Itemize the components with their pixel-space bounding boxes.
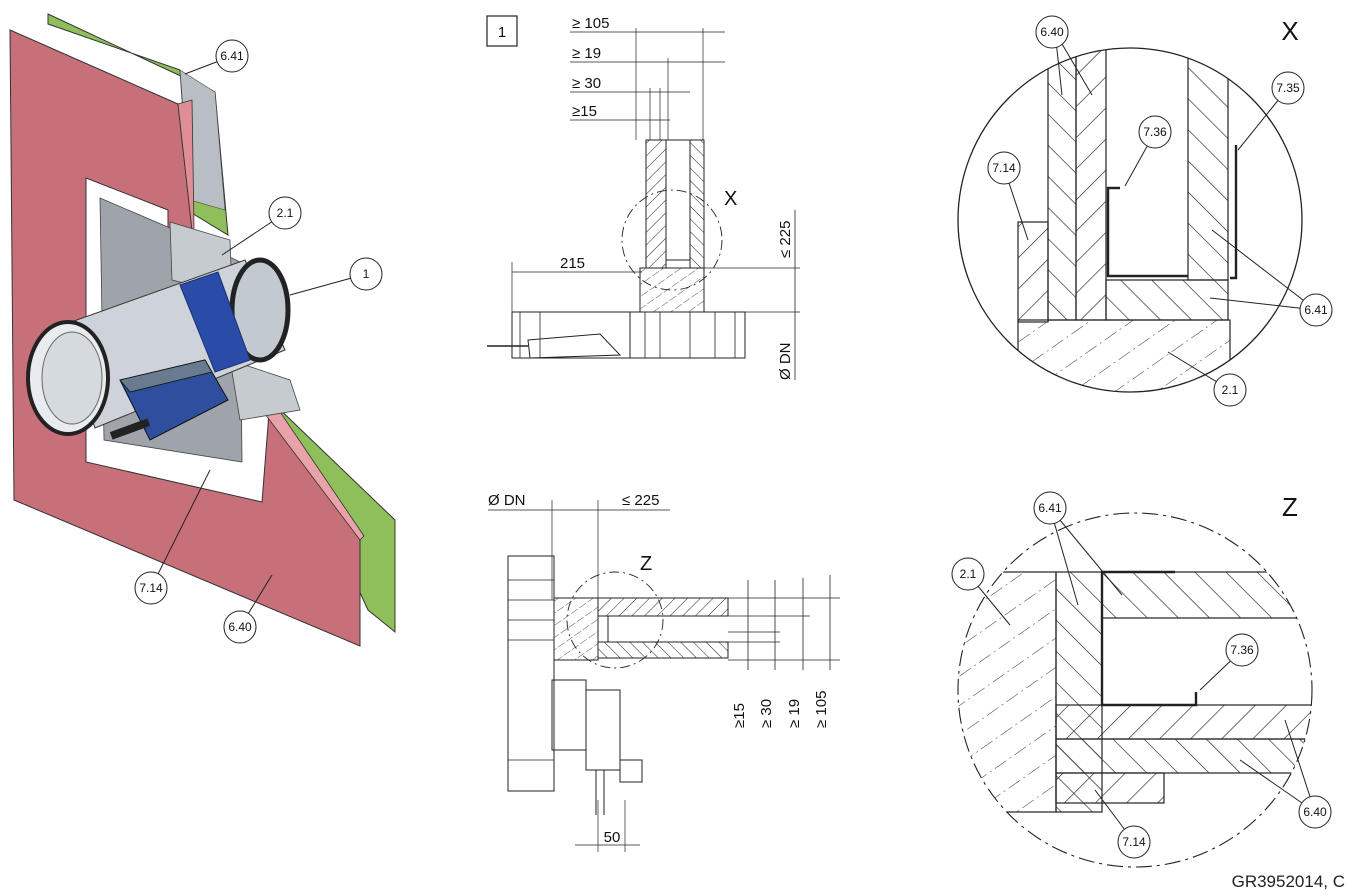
section-2: Ø DN ≤ 225 Z ≥15 ≥ 30 ≥ 19 ≥ 105 <box>488 492 840 852</box>
dim-ge-19: ≥ 19 <box>572 45 601 62</box>
callout-iso-5: 6.40 <box>228 620 252 634</box>
dim-ge-19-2: ≥ 19 <box>786 699 803 728</box>
z-board-641-h <box>1101 571 1312 619</box>
drawing-code: GR3952014, C <box>1231 872 1345 891</box>
detail-x-marker <box>621 189 723 291</box>
callout-x-714: 7.14 <box>992 161 1016 175</box>
wall-board-bottom-2 <box>597 641 729 659</box>
z-mortar-21 <box>958 571 1057 813</box>
callout-iso-3: 1 <box>363 267 370 281</box>
wall-board-left <box>645 139 667 269</box>
callout-x-641: 6.41 <box>1304 303 1328 317</box>
z-board-640-b <box>1055 738 1312 774</box>
detail-x-circle <box>957 47 1303 393</box>
detail-z: Z 6.41 2.1 7.36 6.40 7.14 <box>951 491 1332 868</box>
actuator-body-2 <box>585 689 621 771</box>
dim-dn: Ø DN <box>777 343 794 381</box>
dim-ge-30-2: ≥ 30 <box>758 699 775 728</box>
mortar-infill <box>639 267 705 313</box>
detail-x-title: X <box>1281 16 1298 46</box>
mortar-block-lower <box>229 359 301 421</box>
detail-z-label: Z <box>640 553 652 575</box>
dim-ge-30: ≥ 30 <box>572 75 601 92</box>
x-bottom-641 <box>1105 279 1229 321</box>
callout-x-736: 7.36 <box>1143 125 1167 139</box>
actuator-handle <box>109 418 151 440</box>
callout-iso-2: 2.1 <box>277 206 294 220</box>
wall-board-right <box>689 139 705 269</box>
dim-dn-2: Ø DN <box>488 492 526 509</box>
z-board-640-a <box>1055 704 1312 740</box>
damper-blue-band <box>179 271 251 373</box>
wall-board-top-2 <box>597 597 729 617</box>
damper-flange <box>629 311 746 359</box>
dim-ge-105-2: ≥ 105 <box>813 691 830 728</box>
x-profile-735 <box>1230 145 1238 280</box>
z-profile-736 <box>1100 570 1198 707</box>
detail-z-circle <box>957 512 1313 868</box>
detail-z-title: Z <box>1282 492 1298 522</box>
view-number-box <box>486 15 518 47</box>
callout-x-735: 7.35 <box>1276 81 1300 95</box>
actuator-outline <box>527 333 622 359</box>
view-number: 1 <box>498 24 506 41</box>
dim-ge-105: ≥ 105 <box>572 15 609 32</box>
damper-duct-side <box>511 311 631 359</box>
dim-ge-15-2: ≥15 <box>731 703 748 728</box>
z-infill-714 <box>1055 772 1165 804</box>
dim-215: 215 <box>560 255 585 272</box>
actuator-lever-2 <box>619 759 643 783</box>
callout-iso-4: 7.14 <box>139 581 163 595</box>
section-1: 1 ≥ 105 ≥ 19 ≥ 30 ≥15 X 215 ≤ 225 Ø DN <box>486 15 800 381</box>
x-board-640-b <box>1075 48 1107 321</box>
x-board-640-a <box>1047 48 1077 321</box>
detail-x-label: X <box>724 188 737 210</box>
callout-z-21: 2.1 <box>960 567 977 581</box>
actuator-mount-2 <box>551 679 587 751</box>
iso-view: 6.41 2.1 1 7.14 6.40 <box>9 13 396 647</box>
x-board-641 <box>1187 48 1229 281</box>
pink-board-edge <box>177 99 195 231</box>
dim-le-225: ≤ 225 <box>777 221 794 258</box>
dim-le-225-2: ≤ 225 <box>622 492 659 509</box>
x-profile-736 <box>1106 186 1188 278</box>
callout-z-736: 7.36 <box>1230 643 1254 657</box>
detail-x: X 6.40 7.35 7.36 7.14 6.41 2. <box>957 15 1333 407</box>
callout-iso-1: 6.41 <box>220 49 244 63</box>
detail-z-marker <box>566 571 664 669</box>
callout-x-21: 2.1 <box>1222 383 1239 397</box>
dim-ge-15: ≥15 <box>572 103 597 120</box>
callout-x-640: 6.40 <box>1040 25 1064 39</box>
x-infill-714 <box>1017 221 1049 323</box>
duct-end-inner <box>41 331 103 425</box>
actuator-top <box>119 359 213 393</box>
mortar-infill-2 <box>553 597 599 661</box>
dim-50: 50 <box>604 829 621 846</box>
callout-z-641: 6.41 <box>1038 501 1062 515</box>
callout-z-714: 7.14 <box>1122 835 1146 849</box>
duct-side-2 <box>507 555 555 792</box>
x-mortar-21 <box>1017 319 1231 392</box>
callout-z-640: 6.40 <box>1303 805 1327 819</box>
